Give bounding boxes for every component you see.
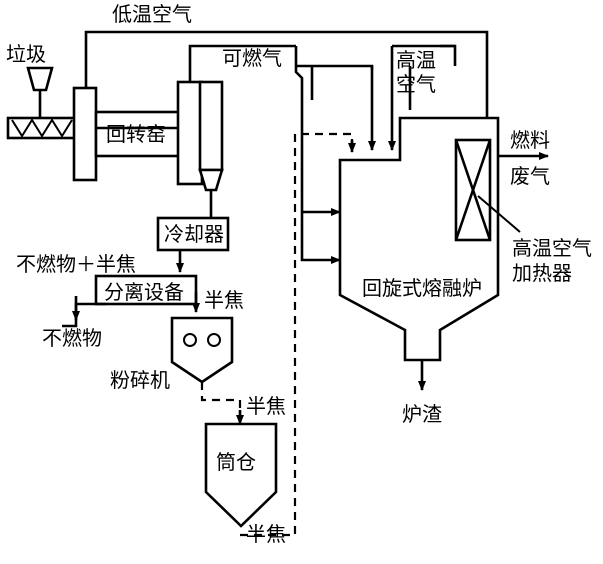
separator-label: 分离设备 xyxy=(104,280,184,304)
combustible-gas-line xyxy=(188,44,296,82)
silo xyxy=(204,422,278,528)
semicoke-label-2: 半焦 xyxy=(246,394,286,418)
semicoke-return-line xyxy=(240,132,354,537)
slag-label: 炉渣 xyxy=(402,402,442,426)
noncombustible-semicoke-label: 不燃物＋半焦 xyxy=(16,252,136,276)
feed-hopper xyxy=(26,66,54,92)
high-temp-air-line xyxy=(440,44,457,66)
crusher xyxy=(170,316,234,384)
cooler-label: 冷却器 xyxy=(164,222,224,246)
combustible-gas-label: 可燃气 xyxy=(222,46,282,70)
cooler xyxy=(156,216,230,252)
cyclone-cone xyxy=(198,168,224,192)
melting-furnace-label: 回旋式熔融炉 xyxy=(362,276,482,300)
rotary-kiln-label: 回转窑 xyxy=(106,122,166,146)
high-temp-air-label: 高温空气 xyxy=(396,48,436,96)
air-heater-label: 高温空气加热器 xyxy=(512,236,592,285)
semicoke-label-3: 半焦 xyxy=(246,522,286,546)
kiln-inlet-hood xyxy=(72,86,98,182)
low-temp-air-label: 低温空气 xyxy=(112,2,192,26)
separator xyxy=(94,274,198,306)
low-temp-air-line xyxy=(84,30,489,118)
crusher-label: 粉碎机 xyxy=(110,368,170,392)
silo-label: 筒仓 xyxy=(216,450,256,474)
garbage-label: 垃圾 xyxy=(6,42,46,66)
cyclone-body xyxy=(198,80,224,172)
screw-flights xyxy=(11,118,73,138)
noncombustible-label: 不燃物 xyxy=(42,326,102,350)
semicoke-label-1: 半焦 xyxy=(204,288,244,312)
exhaust-label: 废气 xyxy=(510,164,550,188)
fuel-label: 燃料 xyxy=(510,128,550,152)
